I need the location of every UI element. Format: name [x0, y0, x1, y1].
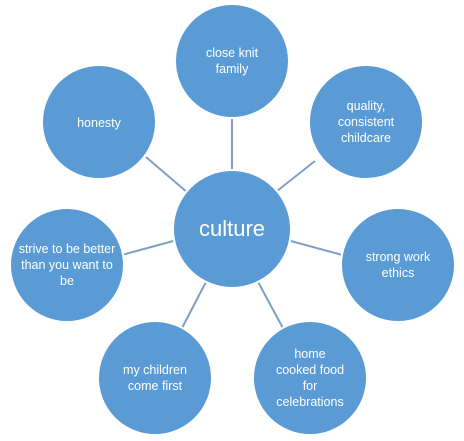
node-circle-strong-work-ethics	[340, 207, 456, 323]
node-circle-strive	[9, 207, 125, 323]
node-circle-quality-childcare	[308, 64, 424, 180]
connector-home-cooked-food	[256, 279, 285, 331]
node-circle-home-cooked-food	[252, 320, 368, 436]
connectors	[117, 118, 347, 331]
node-label-my-children: my children come first	[123, 363, 187, 393]
node-label-honesty: honesty	[77, 116, 121, 130]
node-circle-honesty	[41, 64, 157, 180]
node-circles	[9, 3, 456, 436]
node-label-strive: strive to be better than you want to be	[18, 242, 116, 288]
node-circle-my-children	[97, 320, 213, 436]
connector-strive	[117, 239, 178, 257]
node-label-strong-work-ethics: strong work ethics	[365, 250, 431, 280]
connector-quality-childcare	[271, 160, 316, 196]
node-label-close-knit-family: close knit family	[205, 46, 259, 76]
center-label-culture: culture	[198, 216, 266, 241]
node-circle-close-knit-family	[174, 3, 290, 119]
connector-strong-work-ethics	[286, 239, 347, 257]
connector-my-children	[180, 279, 208, 331]
connector-honesty	[145, 156, 189, 194]
node-label-home-cooked-food: home cooked food for celebrations	[275, 347, 345, 409]
node-label-quality-childcare: quality, consistent childcare	[337, 99, 395, 145]
center-circle-culture	[172, 169, 292, 289]
